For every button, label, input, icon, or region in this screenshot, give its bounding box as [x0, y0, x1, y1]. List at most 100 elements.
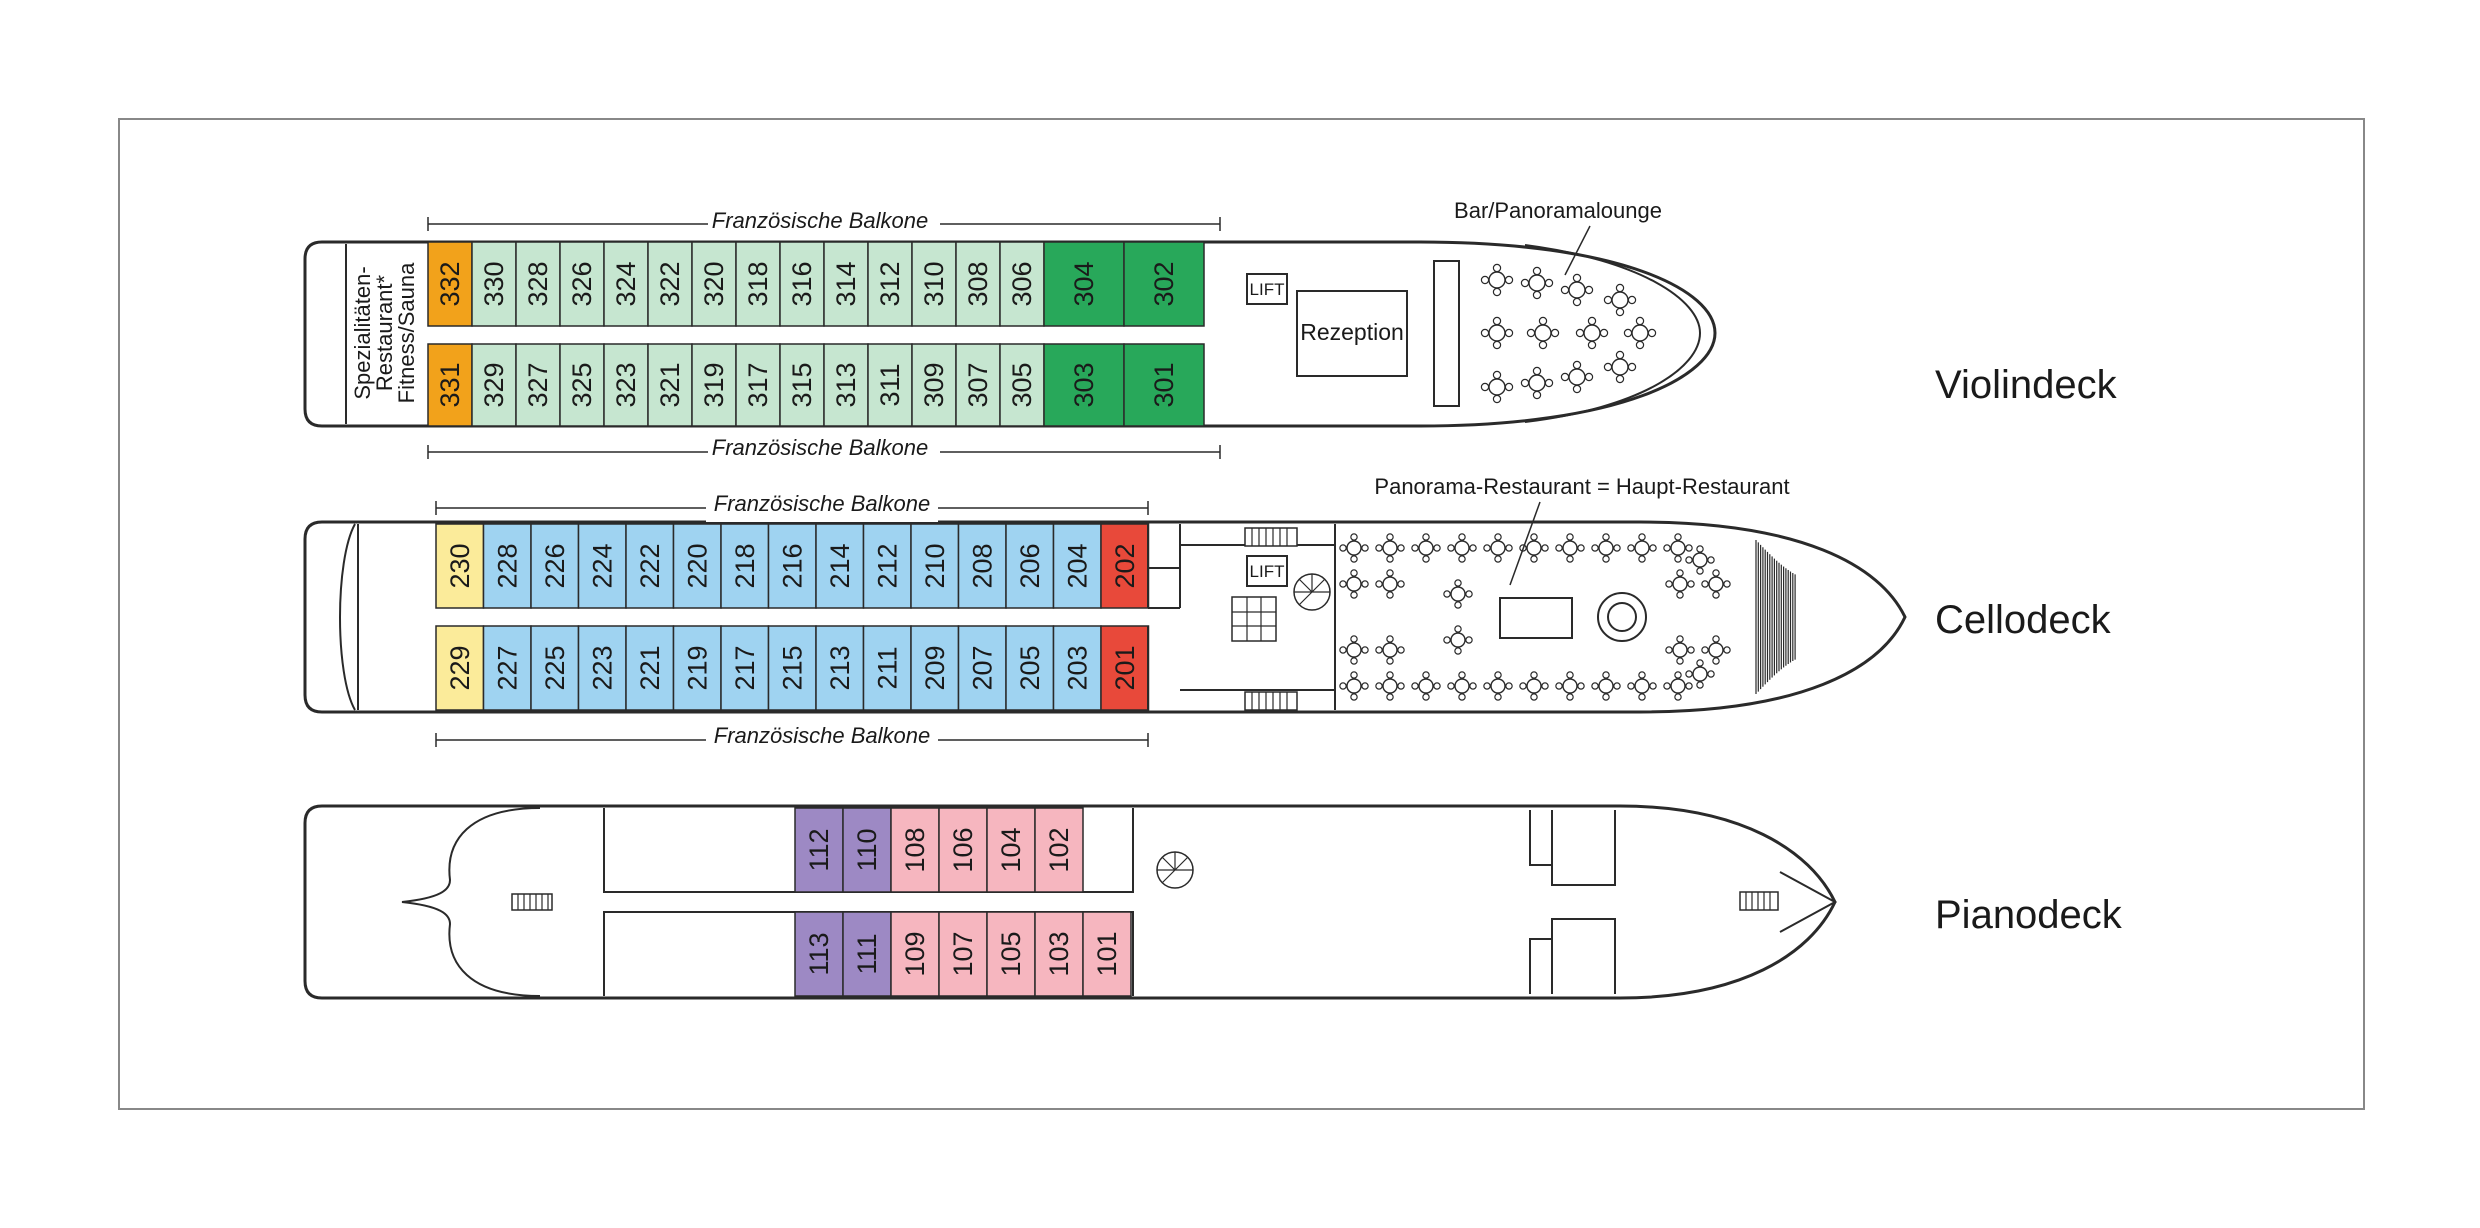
cabin-number: 310	[919, 261, 949, 306]
cabin-217: 217	[720, 625, 770, 711]
cabin-number: 213	[825, 645, 855, 690]
cabin-number: 312	[875, 261, 905, 306]
cabin-205: 205	[1005, 625, 1055, 711]
cabin-fill	[986, 911, 1036, 997]
cabin-number: 205	[1015, 645, 1045, 690]
cabin-fill	[515, 343, 561, 427]
cabin-number: 230	[445, 543, 475, 588]
balcony-label: Französische Balkone	[714, 723, 930, 748]
deck-name: Violindeck	[1935, 363, 2118, 407]
cabin-319: 319	[691, 343, 737, 427]
table-icon	[1555, 533, 1585, 563]
cabin-number: 202	[1110, 543, 1140, 588]
cabin-316: 316	[779, 241, 825, 327]
cabin-number: 305	[1007, 362, 1037, 407]
table-icon	[1447, 533, 1477, 563]
cabin-107: 107	[938, 911, 988, 997]
cabin-number: 222	[635, 543, 665, 588]
cabin-fill	[862, 625, 912, 711]
cabin-fill	[862, 523, 912, 609]
table-icon	[1663, 671, 1693, 701]
table-icon	[1663, 533, 1693, 563]
cabin-331: 331	[427, 343, 473, 427]
cabin-fill	[1043, 343, 1125, 427]
cabin-fill	[482, 523, 532, 609]
cabin-309: 309	[911, 343, 957, 427]
table-icon	[1480, 316, 1514, 350]
cabin-215: 215	[767, 625, 817, 711]
cabin-fill	[435, 523, 485, 609]
cabin-fill	[577, 523, 627, 609]
table-icon	[1526, 316, 1560, 350]
cabin-317: 317	[735, 343, 781, 427]
cabin-number: 109	[900, 931, 930, 976]
table-icon	[1480, 370, 1514, 404]
cabin-fill	[1123, 343, 1205, 427]
cabin-number: 318	[743, 261, 773, 306]
cabin-number: 225	[540, 645, 570, 690]
table-icon	[1575, 316, 1609, 350]
cabin-number: 211	[872, 646, 902, 689]
cabin-209: 209	[910, 625, 960, 711]
cabin-number: 321	[655, 362, 685, 407]
cabin-314: 314	[823, 241, 869, 327]
lift-label: LIFT	[1250, 562, 1285, 581]
bar-annotation-leader	[1564, 225, 1591, 276]
bar-counter	[1433, 260, 1460, 407]
table-icon	[1339, 635, 1369, 665]
stairs-icon	[1244, 527, 1298, 547]
table-icon	[1685, 545, 1715, 575]
cabin-207: 207	[957, 625, 1007, 711]
cabin-303: 303	[1043, 343, 1125, 427]
cabin-202: 202	[1100, 523, 1150, 609]
cabin-213: 213	[815, 625, 865, 711]
cabin-number: 102	[1044, 827, 1074, 872]
violindeck-aft-area: Spezialitäten- Restaurant* Fitness/Sauna	[350, 262, 419, 403]
table-icon	[1519, 671, 1549, 701]
pianodeck-bow-rooms	[1529, 810, 1616, 994]
cabin-number: 319	[699, 362, 729, 407]
cabin-fill	[672, 625, 722, 711]
cabin-301: 301	[1123, 343, 1205, 427]
cabin-329: 329	[471, 343, 517, 427]
cabin-number: 103	[1044, 931, 1074, 976]
cabin-201: 201	[1100, 625, 1150, 711]
table-icon	[1520, 366, 1554, 400]
cabin-number: 220	[682, 543, 712, 588]
cabin-219: 219	[672, 625, 722, 711]
table-icon	[1623, 316, 1657, 350]
cabin-228: 228	[482, 523, 532, 609]
aft-area-label-1: Spezialitäten-	[350, 266, 375, 399]
table-icon	[1701, 635, 1731, 665]
table-icon	[1375, 671, 1405, 701]
cabin-number: 210	[920, 543, 950, 588]
cabin-223: 223	[577, 625, 627, 711]
cabin-222: 222	[625, 523, 675, 609]
cabin-fill	[767, 625, 817, 711]
pianodeck-bow-point	[1779, 871, 1838, 933]
cabin-218: 218	[720, 523, 770, 609]
reception	[1296, 290, 1408, 377]
cabin-fill	[794, 911, 844, 997]
cabin-number: 206	[1015, 543, 1045, 588]
cabin-fill	[986, 807, 1036, 893]
cabin-fill	[1005, 523, 1055, 609]
cabin-fill	[720, 523, 770, 609]
cabin-304: 304	[1043, 241, 1125, 327]
cabin-number: 224	[587, 543, 617, 588]
cabin-224: 224	[577, 523, 627, 609]
cabin-fill	[867, 343, 913, 427]
cabin-number: 223	[587, 645, 617, 690]
deck-name: Cellodeck	[1935, 598, 2112, 642]
cabin-204: 204	[1052, 523, 1102, 609]
cabin-327: 327	[515, 343, 561, 427]
cabin-number: 323	[611, 362, 641, 407]
cabin-322: 322	[647, 241, 693, 327]
cabin-318: 318	[735, 241, 781, 327]
cabin-106: 106	[938, 807, 988, 893]
table-icon	[1447, 671, 1477, 701]
cellodeck-stern-curve	[339, 523, 356, 711]
table-icon	[1665, 635, 1695, 665]
